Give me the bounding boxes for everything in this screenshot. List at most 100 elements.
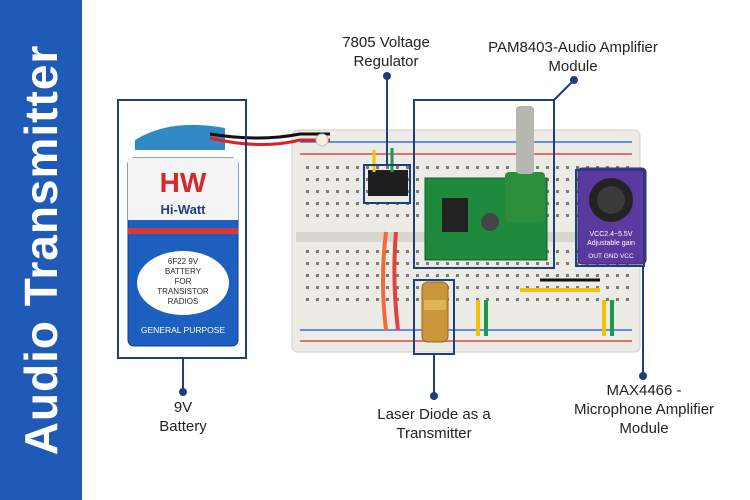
breadboard-hole xyxy=(366,262,369,265)
breadboard-hole xyxy=(576,166,579,169)
breadboard-hole xyxy=(336,274,339,277)
microphone-leader-dot xyxy=(639,372,647,380)
battery-brand-mark: HW xyxy=(160,167,207,198)
breadboard-hole xyxy=(566,214,569,217)
battery-model: 6F22 9V xyxy=(168,257,199,266)
breadboard-hole xyxy=(556,178,559,181)
regulator-label: 7805 Voltage Regulator xyxy=(326,33,446,71)
breadboard-hole xyxy=(386,286,389,289)
battery-line1: BATTERY xyxy=(165,267,202,276)
breadboard-hole xyxy=(346,262,349,265)
breadboard-hole xyxy=(326,274,329,277)
breadboard-hole xyxy=(346,178,349,181)
breadboard-hole xyxy=(486,274,489,277)
breadboard-hole xyxy=(536,166,539,169)
breadboard-hole xyxy=(386,298,389,301)
breadboard-hole xyxy=(476,298,479,301)
breadboard-hole xyxy=(516,286,519,289)
breadboard-hole xyxy=(566,298,569,301)
breadboard-hole xyxy=(466,166,469,169)
battery-purpose: GENERAL PURPOSE xyxy=(141,325,226,335)
breadboard-hole xyxy=(416,298,419,301)
breadboard-hole xyxy=(496,298,499,301)
breadboard-hole xyxy=(366,214,369,217)
regulator-leader-dot xyxy=(383,72,391,80)
breadboard-hole xyxy=(576,274,579,277)
wire-connector xyxy=(315,133,329,147)
breadboard-hole xyxy=(306,298,309,301)
battery-line4: RADIOS xyxy=(168,297,199,306)
breadboard-hole xyxy=(556,298,559,301)
breadboard-hole xyxy=(606,298,609,301)
breadboard-hole xyxy=(326,214,329,217)
breadboard-hole xyxy=(326,298,329,301)
breadboard-hole xyxy=(566,274,569,277)
breadboard-hole xyxy=(566,202,569,205)
breadboard-hole xyxy=(346,190,349,193)
breadboard-hole xyxy=(396,166,399,169)
breadboard-hole xyxy=(326,262,329,265)
breadboard-hole xyxy=(506,298,509,301)
mic-module-line1: VCC2.4~5.5V xyxy=(590,231,633,238)
breadboard-hole xyxy=(516,298,519,301)
breadboard-hole xyxy=(586,274,589,277)
breadboard-hole xyxy=(386,250,389,253)
breadboard-hole xyxy=(396,286,399,289)
breadboard-hole xyxy=(306,190,309,193)
breadboard-hole xyxy=(306,274,309,277)
breadboard-hole xyxy=(336,250,339,253)
jumper-wire xyxy=(381,231,388,331)
breadboard-hole xyxy=(626,274,629,277)
breadboard-hole xyxy=(546,286,549,289)
breadboard-hole xyxy=(366,286,369,289)
breadboard-hole xyxy=(416,202,419,205)
breadboard-hole xyxy=(506,166,509,169)
breadboard-hole xyxy=(426,262,429,265)
breadboard-hole xyxy=(536,262,539,265)
breadboard-hole xyxy=(416,262,419,265)
breadboard-hole xyxy=(336,190,339,193)
breadboard-hole xyxy=(606,274,609,277)
breadboard-hole xyxy=(616,298,619,301)
laser-label: Laser Diode as a Transmitter xyxy=(358,405,510,443)
breadboard-hole xyxy=(306,178,309,181)
breadboard-hole xyxy=(386,274,389,277)
breadboard-hole xyxy=(366,274,369,277)
breadboard-hole xyxy=(356,202,359,205)
breadboard-hole xyxy=(316,190,319,193)
breadboard-hole xyxy=(446,262,449,265)
breadboard-hole xyxy=(526,274,529,277)
breadboard-hole xyxy=(496,274,499,277)
breadboard-hole xyxy=(316,298,319,301)
laser-diode xyxy=(421,281,449,343)
breadboard-hole xyxy=(526,262,529,265)
breadboard-hole xyxy=(396,262,399,265)
breadboard-hole xyxy=(566,190,569,193)
breadboard-hole xyxy=(506,286,509,289)
breadboard-hole xyxy=(356,250,359,253)
amplifier-leader-dot xyxy=(570,76,578,84)
breadboard-hole xyxy=(406,274,409,277)
breadboard-hole xyxy=(316,178,319,181)
breadboard-hole xyxy=(316,214,319,217)
breadboard-hole xyxy=(346,166,349,169)
laser-label-line: Laser Diode as a xyxy=(377,406,491,423)
breadboard-hole xyxy=(326,190,329,193)
breadboard-hole xyxy=(356,214,359,217)
breadboard-hole xyxy=(366,250,369,253)
regulator-label-line: Regulator xyxy=(353,53,419,70)
breadboard-hole xyxy=(416,190,419,193)
jumper-wire xyxy=(392,231,400,331)
breadboard-hole xyxy=(326,166,329,169)
battery-label: 9V Battery xyxy=(133,398,233,436)
breadboard-hole xyxy=(626,286,629,289)
breadboard-hole xyxy=(306,202,309,205)
breadboard-hole xyxy=(346,298,349,301)
breadboard-hole xyxy=(346,250,349,253)
breadboard-hole xyxy=(376,166,379,169)
breadboard-hole xyxy=(496,166,499,169)
breadboard-hole xyxy=(466,298,469,301)
breadboard-hole xyxy=(316,250,319,253)
breadboard-hole xyxy=(486,262,489,265)
breadboard-hole xyxy=(416,250,419,253)
